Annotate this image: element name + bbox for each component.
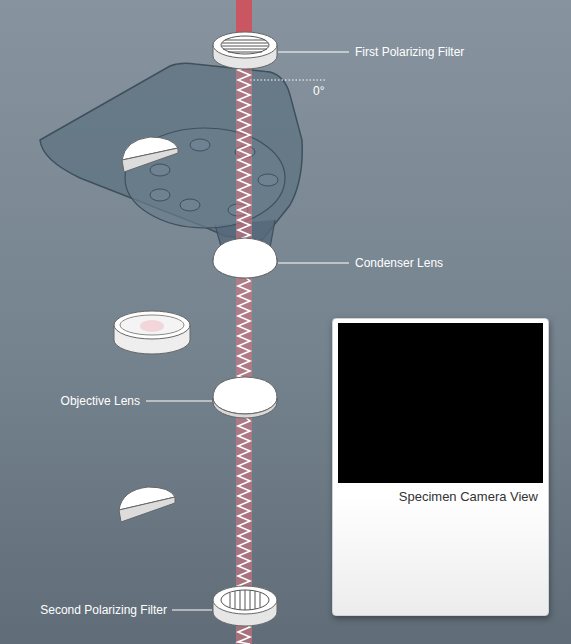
microscope-stage bbox=[40, 63, 302, 240]
wave-line bbox=[238, 276, 250, 382]
part-label: Objective Lens bbox=[61, 394, 140, 408]
camera-view-panel: Specimen Camera View bbox=[332, 318, 549, 616]
first-polarizing-filter bbox=[213, 32, 277, 69]
specimen-dish bbox=[114, 311, 190, 354]
lens-half-edge bbox=[119, 497, 175, 522]
panel-caption: Specimen Camera View bbox=[399, 489, 538, 504]
second-polarizing-filter bbox=[213, 586, 277, 626]
wave-line bbox=[238, 416, 250, 588]
lens-half-edge bbox=[122, 148, 178, 172]
objective-lens bbox=[213, 377, 277, 418]
part-label: 0° bbox=[313, 84, 324, 98]
part-label: Second Polarizing Filter bbox=[40, 603, 167, 617]
light-band bbox=[236, 60, 252, 242]
camera-screen bbox=[338, 323, 543, 483]
light-band bbox=[236, 416, 252, 588]
angle-line bbox=[250, 80, 326, 81]
part-label: First Polarizing Filter bbox=[355, 45, 464, 59]
condenser-lens bbox=[213, 238, 277, 278]
polarized-light-wave bbox=[236, 60, 252, 644]
light-band bbox=[236, 276, 252, 382]
part-label: Condenser Lens bbox=[355, 256, 443, 270]
wave-line bbox=[238, 60, 250, 242]
